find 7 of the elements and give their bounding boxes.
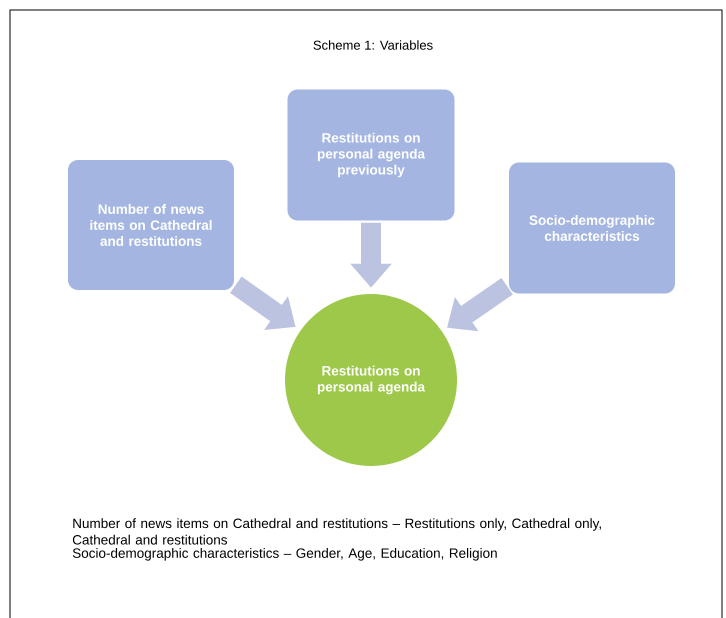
title: Scheme 1: Variables [314, 40, 433, 50]
note-text: Socio-demographic characteristics – Gender, Age, Education, Religion [72, 548, 497, 561]
rounded-box: Number of news items on Cathedral and restitutions [68, 160, 234, 290]
circle-node: Restitutions on personal agenda [285, 294, 457, 466]
note-text: Number of news items on Cathedral and restitutions – Restitutions only, Cathedral only, Cathedral and restitutions [72, 518, 601, 545]
rounded-box: Socio-demographic characteristics [509, 162, 675, 294]
rounded-box: Restitutions on personal agenda previously [288, 90, 454, 220]
